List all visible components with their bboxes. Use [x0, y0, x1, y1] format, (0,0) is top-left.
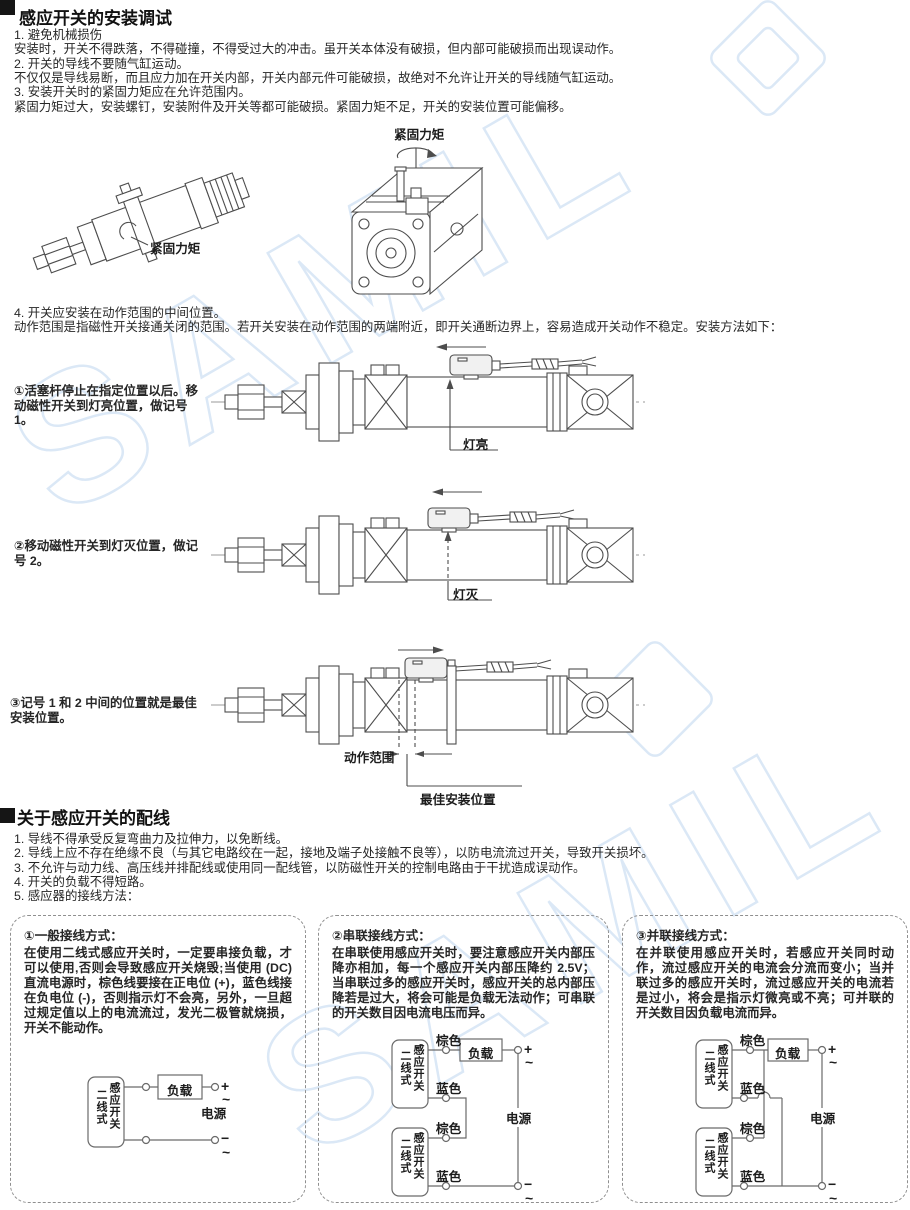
switch-type-label: 二线式 — [703, 1050, 715, 1086]
section2-notes: 1. 导线不得承受反复弯曲力及拉伸力，以免断线。 2. 导线上应不存在绝缘不良（… — [14, 832, 654, 904]
note-line: 2. 导线上应不存在绝缘不良（与其它电路绞在一起，接地及端子处接触不良等），以防… — [14, 846, 654, 861]
wiring-box-title: ③并联接线方式： — [636, 929, 735, 943]
switch-name-label: 感应开关 — [716, 1132, 728, 1180]
step1-text: ①活塞杆停止在指定位置以后。移动磁性开关到灯亮位置，做记号 1。 — [14, 384, 198, 428]
note-line: 2. 开关的导线不要随气缸运动。 — [14, 56, 189, 71]
switch-name-label: 感应开关 — [716, 1044, 728, 1092]
minus-terminal: − — [524, 1176, 533, 1192]
ac-mark: ~ — [829, 1190, 838, 1206]
minus-terminal: − — [221, 1130, 230, 1146]
ac-mark: ~ — [222, 1091, 231, 1107]
wiring-box-parallel: ③并联接线方式： 在并联使用感应开关时，若感应开关同时动作，流过感应开关的电流会… — [622, 915, 908, 1203]
ac-mark: ~ — [222, 1144, 231, 1160]
note-line: 5. 感应器的接线方法： — [14, 889, 140, 904]
minus-terminal: − — [828, 1176, 837, 1192]
load-label: 负载 — [775, 1047, 801, 1061]
switch-name-label: 感应开关 — [412, 1132, 424, 1180]
circuit-parallel — [695, 1038, 827, 1197]
switch-type-label: 二线式 — [399, 1138, 411, 1174]
compact-cylinder-illustration — [350, 147, 484, 296]
switch-type-label: 二线式 — [703, 1138, 715, 1174]
note-line: 1. 导线不得承受反复弯曲力及拉伸力，以免断线。 — [14, 832, 288, 846]
note-line: 不仅仅是导线易断，而且应力加在开关内部，开关内部元件可能破损，故绝对不允许让开关… — [14, 71, 622, 86]
blue-wire-label: 蓝色 — [740, 1082, 766, 1096]
section1-item4: 4. 开关应安装在动作范围的中间位置。 动作范围是指磁性开关接通关闭的范围。若开… — [14, 306, 782, 335]
circuit-series — [391, 1038, 523, 1197]
note-line: 动作范围是指磁性开关接通关闭的范围。若开关安装在动作范围的两端附近，即开关通断边… — [14, 320, 783, 335]
best-position-label: 最佳安装位置 — [420, 793, 496, 807]
lamp-on-label: 灯亮 — [463, 438, 489, 452]
note-line: 3. 安装开关时的紧固力矩应在允许范围内。 — [14, 85, 251, 100]
switch-name-label: 感应开关 — [108, 1082, 120, 1130]
blue-wire-label: 蓝色 — [436, 1082, 462, 1096]
wiring-box-body: 在串联使用感应开关时，要注意感应开关内部压降亦相加，每一个感应开关内部压降约 2… — [332, 946, 595, 1020]
ac-mark: ~ — [525, 1054, 534, 1070]
power-label: 电源 — [809, 1108, 837, 1127]
wiring-box-general: ①一般接线方式： 在使用二线式感应开关时，一定要串接负载，才可以使用,否则会导致… — [10, 915, 306, 1203]
section2-title: 关于感应开关的配线 — [17, 809, 170, 828]
cylinder-diagram-lamp-on — [210, 343, 646, 451]
brown-wire-label: 棕色 — [740, 1034, 766, 1048]
wiring-box-body: 在并联使用感应开关时，若感应开关同时动作，流过感应开关的电流会分流而变小；当并联… — [636, 946, 894, 1020]
ac-mark: ~ — [829, 1054, 838, 1070]
circuit-general — [87, 1074, 220, 1148]
switch-name-label: 感应开关 — [412, 1044, 424, 1092]
action-range-label: 动作范围 — [344, 751, 395, 765]
note-line: 3. 不允许与动力线、高压线并排配线或使用同一配线管，以防磁性开关的控制电路由于… — [14, 860, 586, 875]
wiring-box-body: 在使用二线式感应开关时，一定要串接负载，才可以使用,否则会导致感应开关烧毁;当使… — [24, 946, 292, 1035]
section1-marker — [0, 0, 15, 15]
note-line: 4. 开关的负载不得短路。 — [14, 875, 152, 890]
power-label: 电源 — [505, 1108, 533, 1127]
brown-wire-label: 棕色 — [436, 1122, 462, 1136]
step2-text: ②移动磁性开关到灯灭位置，做记号 2。 — [14, 539, 198, 568]
note-line: 安装时，开关不得跌落，不得碰撞，不得受过大的冲击。虽开关本体没有破损，但内部可能… — [14, 42, 622, 57]
wiring-box-title: ①一般接线方式： — [24, 929, 123, 943]
blue-wire-label: 蓝色 — [740, 1170, 766, 1184]
note-line: 4. 开关应安装在动作范围的中间位置。 — [14, 306, 227, 320]
brown-wire-label: 棕色 — [436, 1034, 462, 1048]
section2-marker — [0, 808, 15, 823]
cylinder-diagram-best-position — [210, 646, 646, 787]
note-line: 紧固力矩过大，安装螺钉，安装附件及开关等都可能破损。紧固力矩不足，开关的安装位置… — [14, 99, 572, 114]
plus-terminal: + — [221, 1078, 230, 1094]
blue-wire-label: 蓝色 — [436, 1170, 462, 1184]
note-line: 1. 避免机械损伤 — [14, 28, 103, 42]
power-label: 电源 — [201, 1107, 227, 1121]
lamp-off-label: 灯灭 — [453, 588, 479, 602]
plus-terminal: + — [524, 1041, 533, 1057]
torque-label-mini: 紧固力矩 — [150, 242, 201, 256]
switch-type-label: 二线式 — [399, 1050, 411, 1086]
wiring-box-title: ②串联接线方式： — [332, 929, 431, 943]
mini-cylinder-illustration — [32, 172, 250, 274]
load-label: 负载 — [468, 1047, 494, 1061]
ac-mark: ~ — [525, 1190, 534, 1206]
switch-type-label: 二线式 — [95, 1089, 107, 1125]
wiring-box-series: ②串联接线方式： 在串联使用感应开关时，要注意感应开关内部压降亦相加，每一个感应… — [318, 915, 609, 1203]
load-label: 负载 — [167, 1084, 193, 1098]
cylinder-diagram-lamp-off — [210, 488, 646, 601]
plus-terminal: + — [828, 1041, 837, 1057]
torque-label-compact: 紧固力矩 — [394, 128, 445, 142]
section1-title: 感应开关的安装调试 — [19, 9, 172, 28]
brown-wire-label: 棕色 — [740, 1122, 766, 1136]
step3-text: ③记号 1 和 2 中间的位置就是最佳安装位置。 — [10, 696, 197, 725]
section1-notes: 1. 避免机械损伤 安装时，开关不得跌落，不得碰撞，不得受过大的冲击。虽开关本体… — [14, 28, 621, 114]
